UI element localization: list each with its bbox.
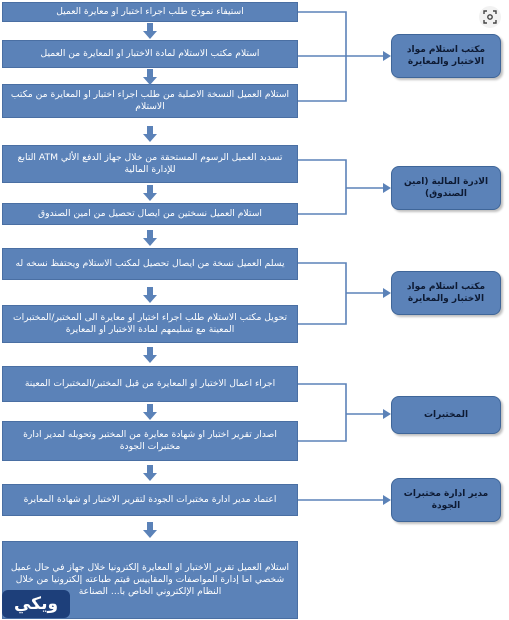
process-step-5: استلام العميل نسختين من ايصال تحصيل من ا… <box>2 203 298 225</box>
process-step-2: استلام مكتب الاستلام لمادة الاختبار او ا… <box>2 40 298 68</box>
connector-arrowhead-5 <box>383 495 391 505</box>
down-arrow-icon <box>143 465 157 481</box>
process-step-7: تحويل مكتب الاستلام طلب اجراء اختبار او … <box>2 305 298 343</box>
scan-icon[interactable] <box>479 6 501 28</box>
process-step-3: استلام العميل النسخة الاصلية من طلب اجرا… <box>2 84 298 118</box>
process-step-9: اصدار تقرير اختبار او شهادة معايرة من ال… <box>2 421 298 461</box>
process-step-10: اعتماد مدير ادارة مختبرات الجودة لتقرير … <box>2 484 298 516</box>
connector-arrowhead-1 <box>383 51 391 61</box>
down-arrow-icon <box>143 185 157 201</box>
site-logo: ويكي <box>2 590 70 618</box>
down-arrow-icon <box>143 23 157 39</box>
connector-arrowhead-4 <box>383 409 391 419</box>
process-step-6: يسلم العميل نسخة من ايصال تحصيل لمكتب ال… <box>2 248 298 280</box>
logo-text: ويكي <box>13 594 59 614</box>
connector-2 <box>298 159 347 215</box>
process-step-4: تسديد العميل الرسوم المستحقة من خلال جها… <box>2 145 298 183</box>
down-arrow-icon <box>143 404 157 420</box>
actor-finance-cashier: الادرة المالية (امين الصندوق) <box>391 166 501 210</box>
down-arrow-icon <box>143 522 157 538</box>
process-step-8: اجراء اعمال الاختبار او المعايرة من قبل … <box>2 366 298 402</box>
down-arrow-icon <box>143 69 157 85</box>
actor-laboratories: المختبرات <box>391 396 501 434</box>
connector-arrowhead-3 <box>383 288 391 298</box>
actor-receiving-office-1: مكتب استلام مواد الاختبار والمعايرة <box>391 34 501 78</box>
process-step-1: استيفاء نموذج طلب اجراء اختبار او معايرة… <box>2 2 298 22</box>
connector-arrowhead-2 <box>383 183 391 193</box>
down-arrow-icon <box>143 230 157 246</box>
down-arrow-icon <box>143 287 157 303</box>
down-arrow-icon <box>143 347 157 363</box>
connector-3 <box>298 262 347 325</box>
actor-receiving-office-2: مكتب استلام مواد الاختبار والمعايرة <box>391 271 501 315</box>
down-arrow-icon <box>143 126 157 142</box>
connector-4 <box>298 383 347 442</box>
scan-icon-glyph <box>483 10 497 24</box>
actor-quality-labs-director: مدير ادارة مختبرات الجودة <box>391 478 501 522</box>
